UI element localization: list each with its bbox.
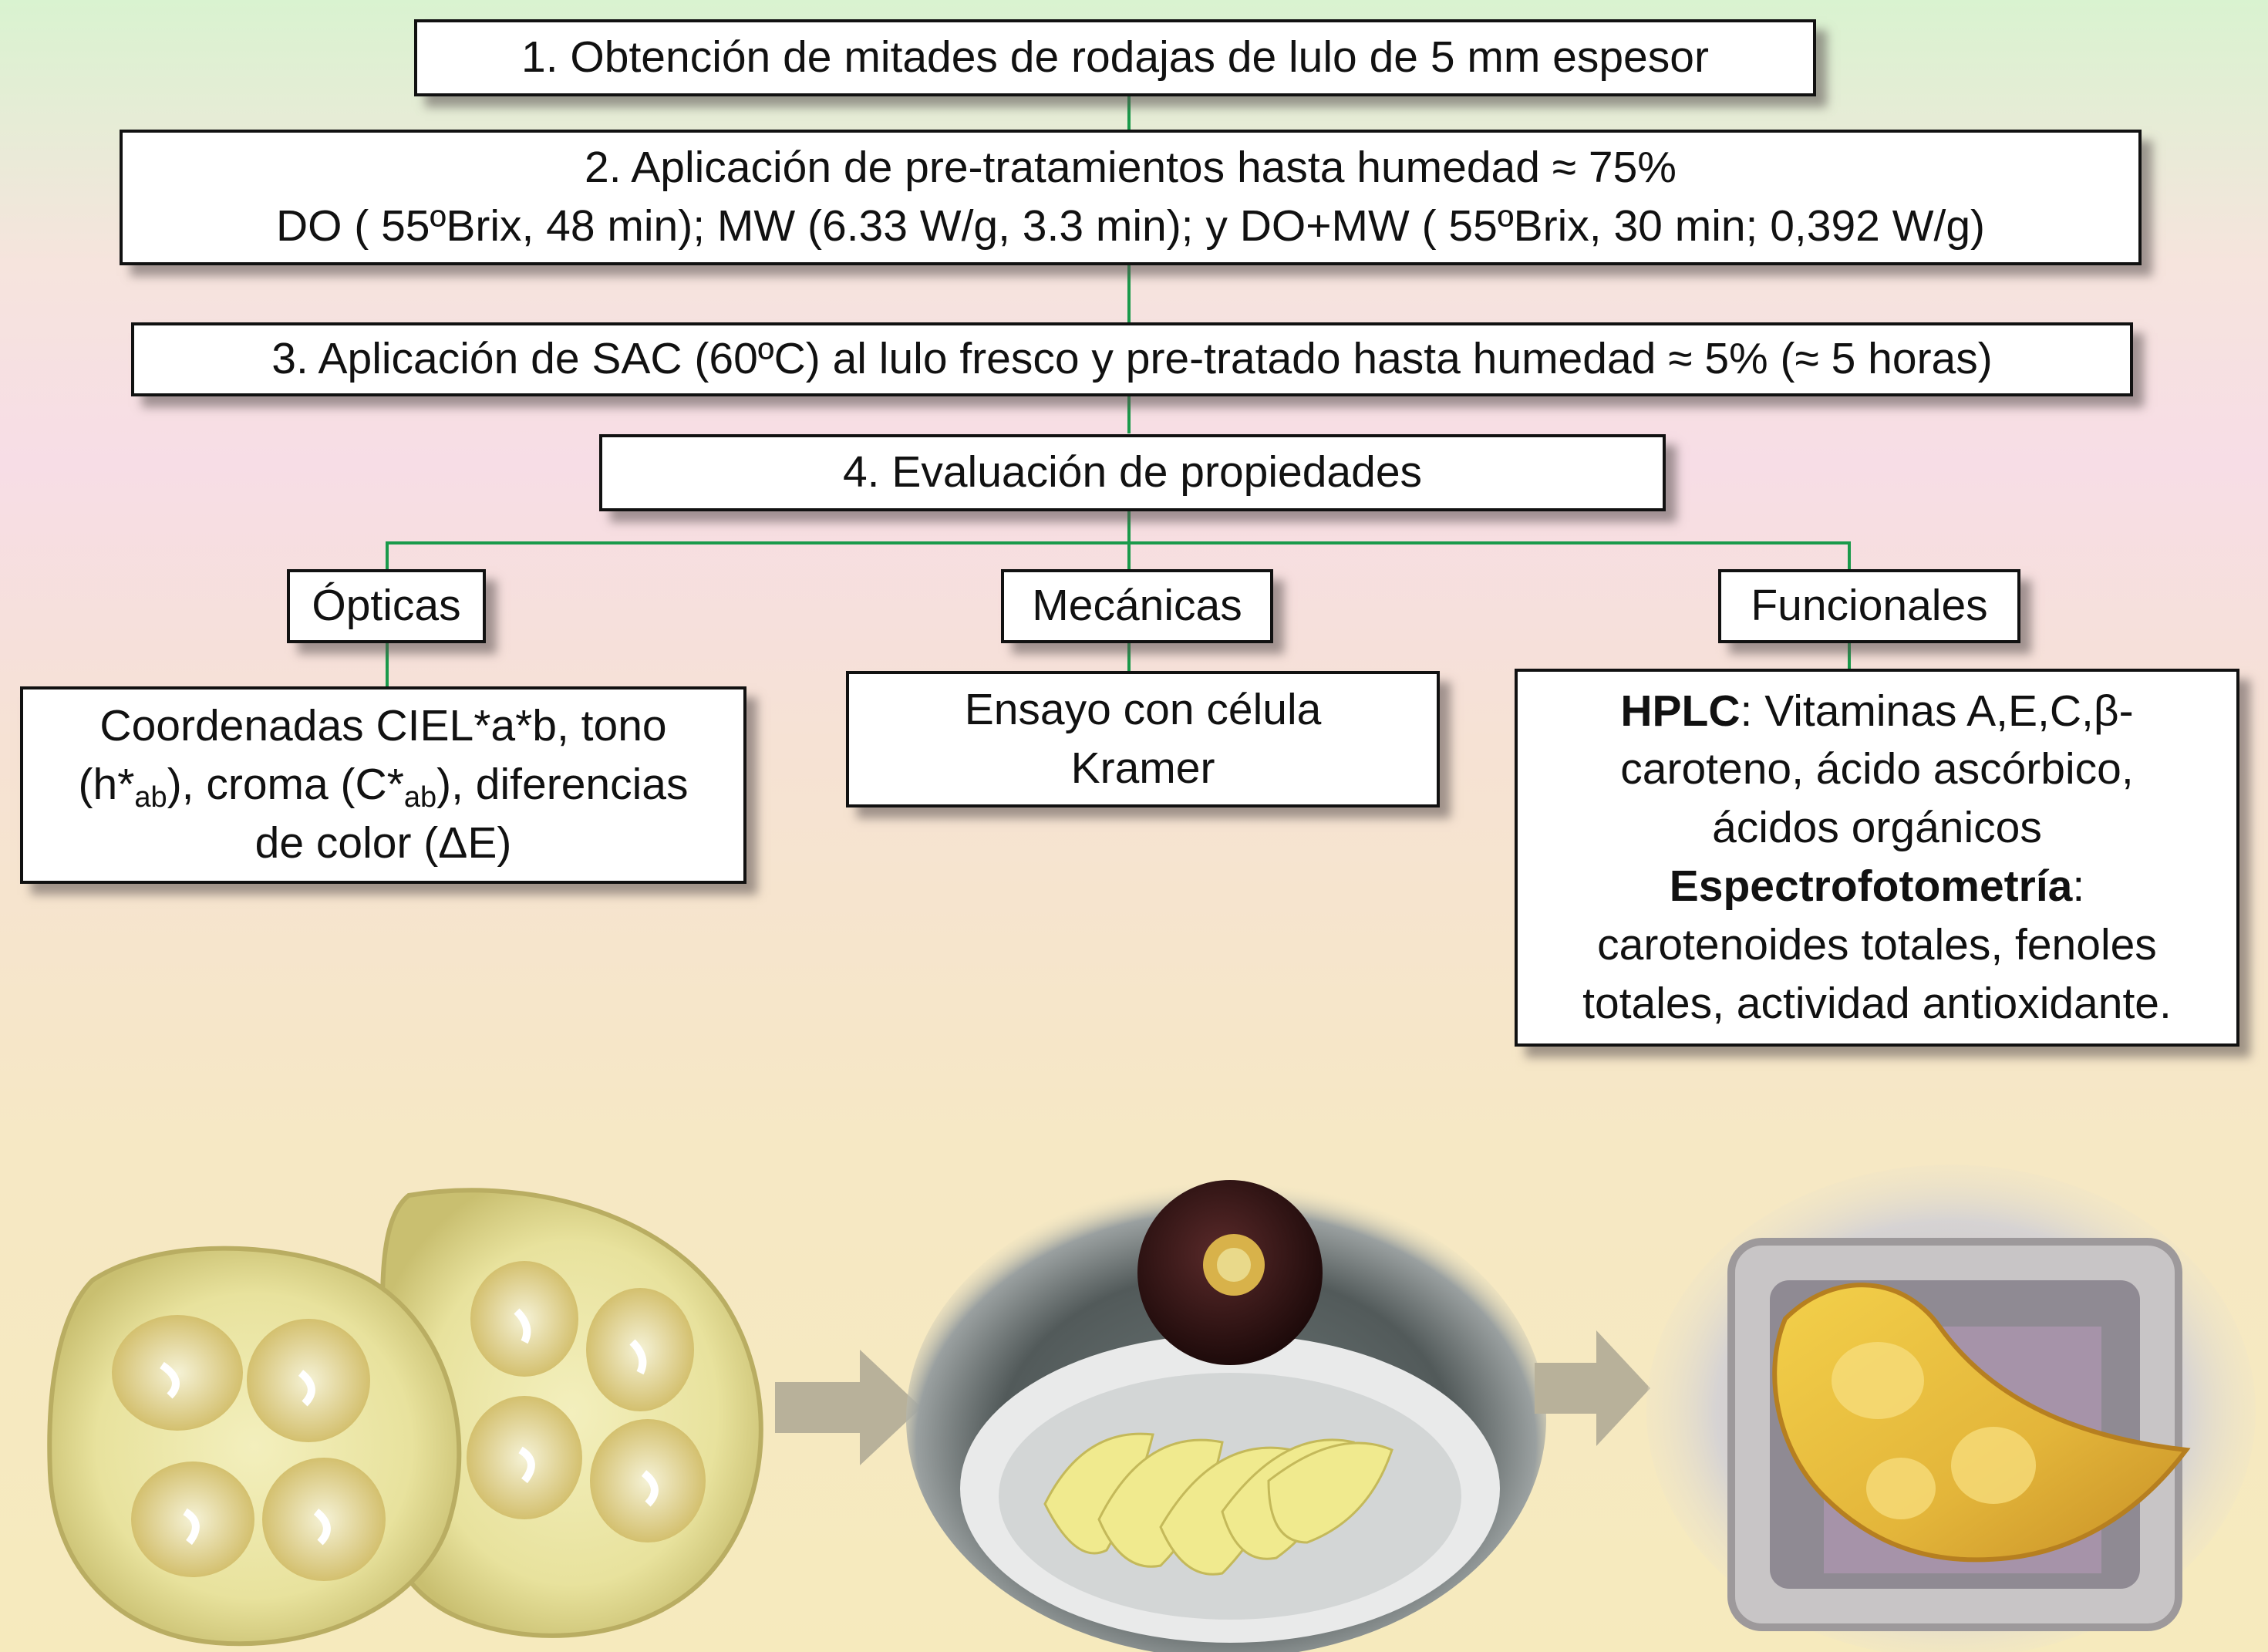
step-2-box: 2. Aplicación de pre-tratamientos hasta … bbox=[120, 130, 2142, 265]
step-1-text: 1. Obtención de mitades de rodajas de lu… bbox=[521, 32, 1709, 83]
connector-functional-details bbox=[1848, 642, 1851, 673]
step-4-box: 4. Evaluación de propiedades bbox=[599, 434, 1666, 511]
category-functional-box: Funcionales bbox=[1718, 569, 2020, 643]
dried-lulo-photo bbox=[1646, 1165, 2256, 1652]
step-2-line-1: 2. Aplicación de pre-tratamientos hasta … bbox=[585, 143, 1677, 193]
connector-2-3 bbox=[1127, 265, 1131, 322]
mechanical-details-line-2: Kramer bbox=[1070, 743, 1215, 793]
functional-details-box: HPLC: Vitaminas A,E,C,β- caroteno, ácido… bbox=[1515, 669, 2239, 1047]
category-mechanical-label: Mecánicas bbox=[1032, 581, 1242, 631]
process-arrow-1 bbox=[775, 1350, 922, 1465]
process-arrow-2 bbox=[1535, 1330, 1650, 1446]
connector-to-mechanical bbox=[1127, 541, 1131, 572]
optical-details-line-3: de color (ΔE) bbox=[254, 818, 512, 868]
connector-mechanical-details bbox=[1127, 642, 1131, 673]
connector-1-2 bbox=[1127, 94, 1131, 133]
functional-spec-line-2: carotenoides totales, fenoles bbox=[1597, 919, 2157, 969]
optical-details-box: Coordenadas CIEL*a*b, tono (h*ab), croma… bbox=[20, 686, 746, 884]
category-functional-label: Funcionales bbox=[1751, 581, 1988, 631]
functional-hplc-line-3: ácidos orgánicos bbox=[1712, 803, 2042, 853]
pretreated-lulo-photo bbox=[906, 1180, 1546, 1652]
connector-to-functional bbox=[1848, 541, 1851, 572]
connector-branch-horizontal bbox=[386, 541, 1851, 544]
connector-to-optical bbox=[386, 541, 389, 572]
optical-details-line-1: Coordenadas CIEL*a*b, tono bbox=[99, 701, 667, 751]
category-optical-box: Ópticas bbox=[287, 569, 486, 643]
step-3-box: 3. Aplicación de SAC (60ºC) al lulo fres… bbox=[131, 322, 2133, 396]
category-optical-label: Ópticas bbox=[312, 581, 461, 631]
mechanical-details-line-1: Ensayo con célula bbox=[964, 684, 1322, 734]
step-4-text: 4. Evaluación de propiedades bbox=[842, 447, 1423, 497]
functional-spec-line-3: totales, actividad antioxidante. bbox=[1582, 978, 2172, 1028]
mechanical-details-box: Ensayo con célula Kramer bbox=[846, 671, 1440, 807]
category-mechanical-box: Mecánicas bbox=[1001, 569, 1273, 643]
connector-optical-details bbox=[386, 642, 389, 688]
functional-hplc-line-1: HPLC: Vitaminas A,E,C,β- bbox=[1620, 686, 2134, 736]
step-3-text: 3. Aplicación de SAC (60ºC) al lulo fres… bbox=[271, 334, 1993, 384]
connector-4-branch bbox=[1127, 509, 1131, 544]
optical-details-line-2: (h*ab), croma (C*ab), diferencias bbox=[78, 760, 689, 814]
functional-hplc-line-2: caroteno, ácido ascórbico, bbox=[1620, 744, 2134, 794]
step-2-line-2: DO ( 55ºBrix, 48 min); MW (6.33 W/g, 3.3… bbox=[275, 201, 1986, 251]
lulo-slices-dish bbox=[1043, 1432, 1393, 1576]
lulo-slice-front bbox=[47, 1246, 462, 1647]
fresh-lulo-photo bbox=[47, 1188, 763, 1647]
step-1-box: 1. Obtención de mitades de rodajas de lu… bbox=[414, 19, 1816, 96]
lulo-slice-back bbox=[379, 1188, 763, 1638]
connector-3-4 bbox=[1127, 395, 1131, 433]
functional-spec-line-1: Espectrofotometría: bbox=[1669, 861, 2085, 911]
